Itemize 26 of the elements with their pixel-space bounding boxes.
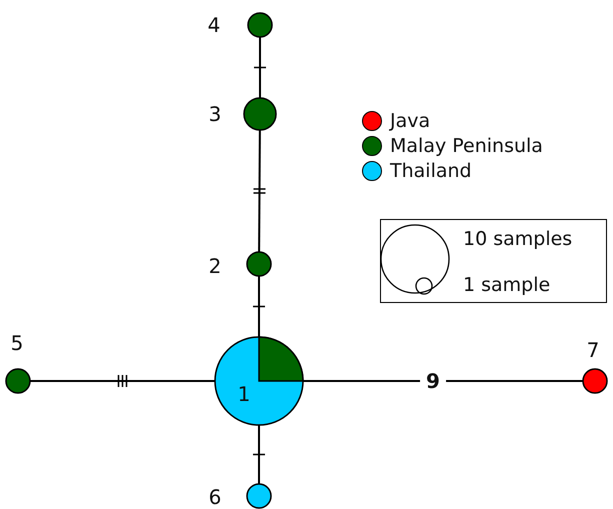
size-legend-label: 1 sample [463, 276, 550, 295]
size-legend-label: 10 samples [463, 230, 572, 249]
haplotype-pie-circle [215, 337, 303, 425]
haplotype-circle [247, 484, 271, 508]
connector-line [259, 37, 261, 98]
haplotype-number: 7 [586, 340, 600, 360]
haplotype-circle [248, 13, 272, 37]
haplotype-circle [6, 369, 30, 393]
haplotype-circle [244, 98, 276, 130]
haplotype-circle [247, 252, 271, 276]
haplotype-circle [583, 369, 607, 393]
haplotype-number: 4 [208, 15, 220, 35]
haplotype-number: 1 [238, 384, 250, 404]
legend-label: Java [390, 112, 430, 130]
connector-line [258, 130, 261, 252]
legend-label: Thailand [390, 162, 472, 180]
connector-line [30, 380, 215, 382]
haplotype-number: 5 [10, 333, 24, 353]
haplotype-number: 3 [208, 104, 222, 124]
connector-line [303, 380, 583, 382]
connector-line [258, 276, 260, 337]
edge-label: 9 [420, 371, 446, 391]
haplotype-number: 6 [208, 487, 222, 507]
haplotype-number: 2 [208, 256, 222, 276]
legend-label: Malay Peninsula [390, 136, 543, 156]
connector-line [258, 425, 260, 484]
